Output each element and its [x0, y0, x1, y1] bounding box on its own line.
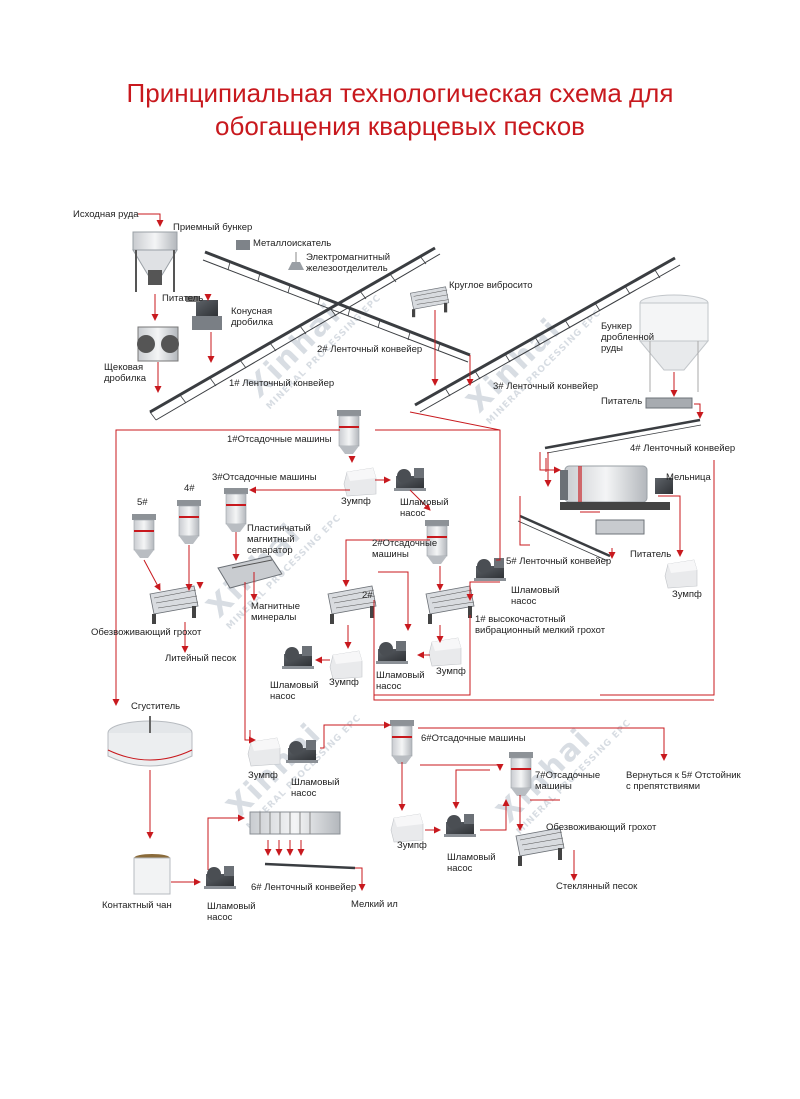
label-sump-5: Зумпф	[248, 770, 278, 781]
plate-magnetic-separator-shape	[217, 555, 283, 589]
label-jig-1: 1#Отсадочные машины	[227, 434, 332, 445]
feeder-1-shape	[186, 296, 200, 302]
label-dewatering-screen-2: Обезвоживающий грохот	[546, 822, 657, 833]
flow-lines	[112, 213, 715, 891]
label-fine-slime: Мелкий ил	[351, 899, 398, 910]
label-belt-conveyor-6: 6# Ленточный конвейер	[251, 882, 357, 893]
label-jig-2: 2#Отсадочные машины	[372, 538, 438, 560]
label-feeder-2: Питатель	[601, 396, 643, 407]
label-thickener: Сгуститель	[131, 701, 181, 712]
label-foundry-sand: Литейный песок	[165, 653, 237, 664]
receiving-bin-shape	[132, 231, 178, 292]
page-title-line2: обогащения кварцевых песков	[214, 111, 585, 141]
crushed-ore-bin-shape	[638, 294, 710, 392]
electromagnetic-separator-shape	[288, 252, 304, 270]
label-belt-conveyor-3: 3# Ленточный конвейер	[493, 381, 599, 392]
label-slurry-pump-2: Шламовый насос	[511, 585, 560, 607]
label-circular-screen: Круглое вибросито	[449, 280, 533, 291]
feeder-3-shape	[595, 519, 645, 535]
label-slurry-pump-4: Шламовый насос	[376, 670, 425, 692]
label-jig-3: 3#Отсадочные машины	[212, 472, 317, 483]
label-belt-conveyor-4: 4# Ленточный конвейер	[630, 443, 736, 454]
label-jig-7: 7#Отсадочные машины	[535, 770, 601, 792]
conveyors	[149, 246, 702, 870]
label-plate-magnetic-separator: Пластинчатый магнитный сепаратор	[247, 523, 311, 556]
thickener-shape	[107, 716, 193, 767]
feeder-2-shape	[645, 397, 693, 409]
label-glass-sand: Стеклянный песок	[556, 881, 638, 892]
label-slurry-pump-7: Шламовый насос	[207, 901, 256, 923]
label-slurry-pump-1: Шламовый насос	[400, 497, 449, 519]
label-belt-conveyor-2: 2# Ленточный конвейер	[317, 344, 423, 355]
label-hf-screen-1: 1# высокочастотный вибрационный мелкий г…	[475, 614, 606, 636]
circular-screen-shape	[409, 286, 450, 318]
label-jaw-crusher: Щековая дробилка	[104, 362, 147, 384]
label-jig-5: 5#	[137, 497, 148, 508]
label-sump-3: Зумпф	[329, 677, 359, 688]
label-magnetic-minerals: Магнитные минералы	[251, 601, 301, 623]
label-dewatering-screen-1: Обезвоживающий грохот	[91, 627, 202, 638]
label-jig-6: 6#Отсадочные машины	[421, 733, 526, 744]
label-crushed-ore-bin: Бункер дробленной руды	[601, 321, 655, 354]
label-sump-2: Зумпф	[672, 589, 702, 600]
cone-crusher-shape	[192, 300, 222, 330]
jaw-crusher-shape	[137, 326, 179, 362]
label-feeder-3: Питатель	[630, 549, 672, 560]
label-sump-6: Зумпф	[397, 840, 427, 851]
label-receiving-bin: Приемный бункер	[173, 222, 253, 233]
label-electromagnetic-separator: Электромагнитный железоотделитель	[306, 252, 391, 274]
label-belt-conveyor-1: 1# Ленточный конвейер	[229, 378, 335, 389]
metal-detector-shape	[236, 240, 250, 250]
label-return-note: Вернуться к 5# Отстойник с препятствиями	[626, 770, 741, 792]
label-sump-4: Зумпф	[436, 666, 466, 677]
label-feeder-1: Питатель	[162, 293, 204, 304]
label-screen-2: 2#	[362, 590, 373, 601]
label-agitation-tank: Контактный чан	[102, 900, 172, 911]
label-sump-1: Зумпф	[341, 496, 371, 507]
label-metal-detector: Металлоискатель	[253, 238, 332, 249]
mill-shape	[560, 465, 673, 510]
agitation-tank-shape	[133, 854, 171, 895]
label-belt-conveyor-5: 5# Ленточный конвейер	[506, 556, 612, 567]
page-title-line1: Принципиальная технологическая схема для	[126, 78, 674, 108]
label-jig-4: 4#	[184, 483, 195, 494]
label-cone-crusher: Конусная дробилка	[231, 306, 274, 328]
label-slurry-pump-5: Шламовый насос	[291, 777, 340, 799]
label-slurry-pump-6: Шламовый насос	[447, 852, 496, 874]
label-slurry-pump-3: Шламовый насос	[270, 680, 319, 702]
label-mill: Мельница	[666, 472, 711, 483]
filter-press-shape	[249, 811, 341, 835]
label-raw-ore: Исходная руда	[73, 209, 139, 220]
